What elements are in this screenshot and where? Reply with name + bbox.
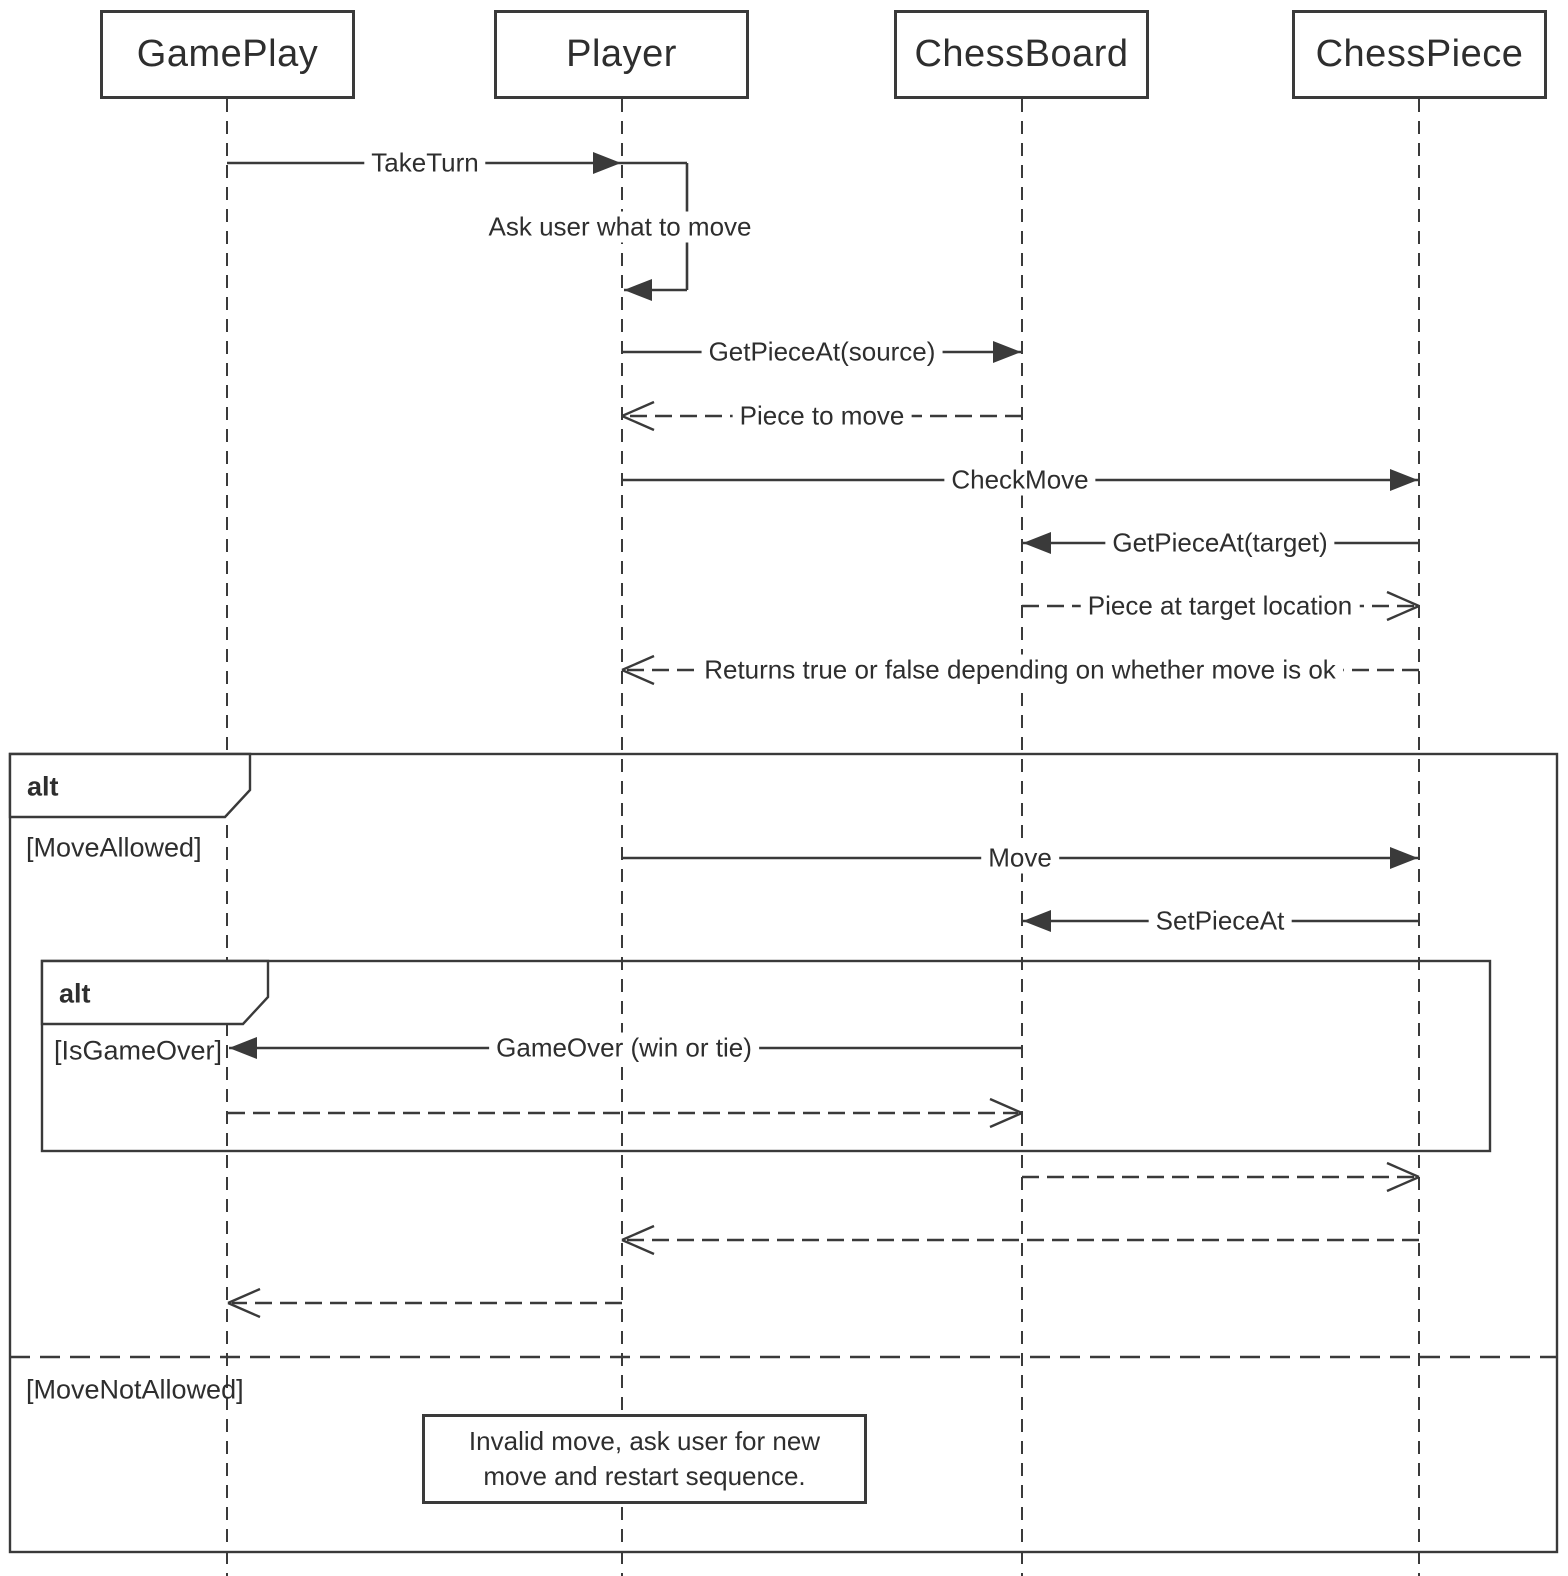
note-line-1: Invalid move, ask user for new bbox=[468, 1426, 821, 1456]
alt-fragment-outer-tab bbox=[8, 752, 252, 819]
label-taketurn: TakeTurn bbox=[364, 147, 486, 179]
arrow-return-chesspiece-player bbox=[621, 1224, 1419, 1256]
label-getpieceat-target: GetPieceAt(target) bbox=[1105, 527, 1335, 559]
arrow-return-player-gameplay bbox=[227, 1287, 622, 1319]
actor-chesspiece-label: ChessPiece bbox=[1315, 33, 1524, 75]
actor-chesspiece: ChessPiece bbox=[1292, 10, 1547, 99]
alt-fragment-inner-tab bbox=[40, 959, 270, 1026]
label-getpieceat-source: GetPieceAt(source) bbox=[701, 336, 943, 368]
actor-player: Player bbox=[494, 10, 749, 99]
label-gameover: GameOver (win or tie) bbox=[489, 1032, 759, 1064]
alt-operator-inner: alt bbox=[59, 978, 91, 1009]
arrow-piece-to-move bbox=[621, 400, 1022, 432]
arrow-return-gameplay-chessboard bbox=[228, 1097, 1023, 1129]
label-checkmove: CheckMove bbox=[944, 464, 1096, 496]
alt-operator-outer: alt bbox=[27, 771, 59, 802]
guard-is-game-over: [IsGameOver] bbox=[54, 1035, 223, 1066]
label-piece-at-target: Piece at target location bbox=[1080, 590, 1360, 622]
actor-gameplay: GamePlay bbox=[100, 10, 355, 99]
actor-chessboard: ChessBoard bbox=[894, 10, 1149, 99]
guard-move-not-allowed: [MoveNotAllowed] bbox=[26, 1374, 244, 1405]
arrow-return-chessboard-chesspiece bbox=[1022, 1161, 1420, 1193]
actor-gameplay-label: GamePlay bbox=[136, 33, 319, 75]
label-piece-to-move: Piece to move bbox=[732, 400, 912, 432]
alt-fragment-outer-frame bbox=[8, 752, 1559, 1554]
label-setpieceat: SetPieceAt bbox=[1148, 905, 1292, 937]
actor-player-label: Player bbox=[566, 33, 677, 75]
label-move: Move bbox=[981, 842, 1059, 874]
label-returns-true-false: Returns true or false depending on wheth… bbox=[697, 654, 1343, 686]
actor-chessboard-label: ChessBoard bbox=[914, 33, 1129, 75]
label-ask-user: Ask user what to move bbox=[481, 211, 759, 243]
invalid-move-note: Invalid move, ask user for new move and … bbox=[422, 1414, 867, 1504]
note-line-2: move and restart sequence. bbox=[483, 1461, 806, 1491]
guard-move-allowed: [MoveAllowed] bbox=[26, 832, 202, 863]
alt-fragment-inner-frame bbox=[40, 959, 1492, 1153]
